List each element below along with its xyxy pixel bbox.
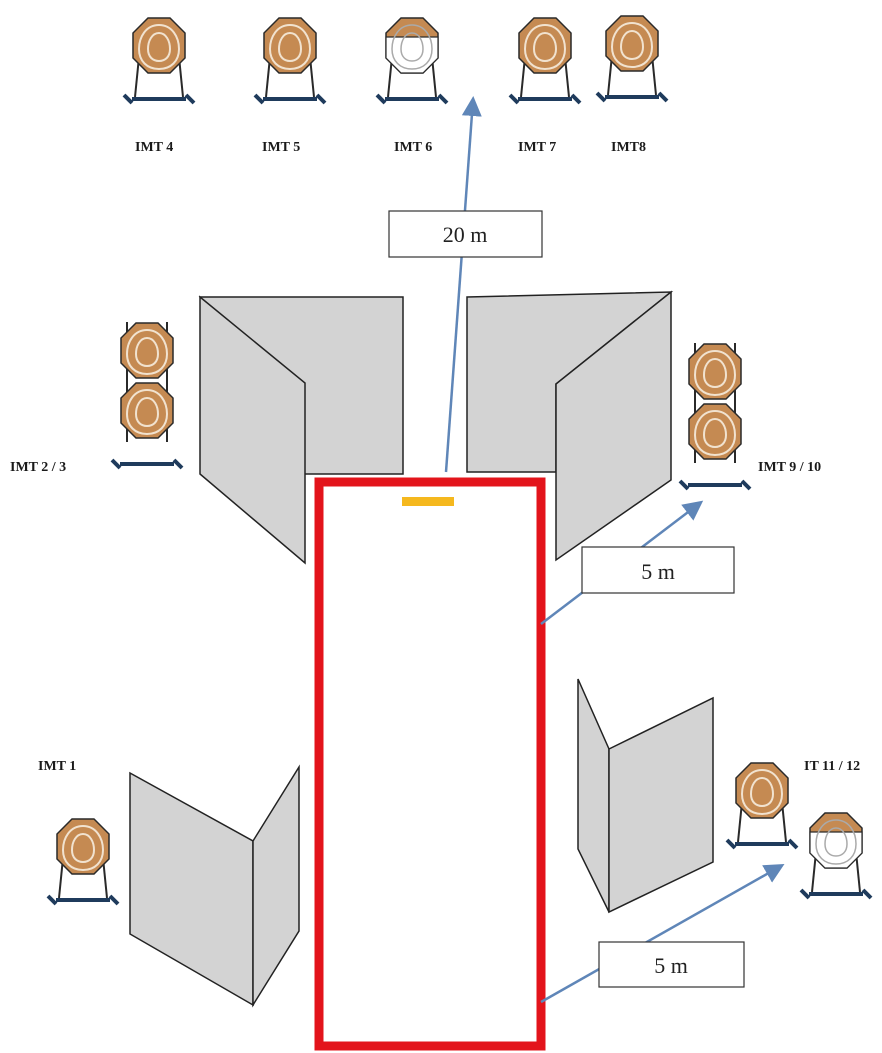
target-imt8 xyxy=(595,14,669,103)
barrier-lower-right xyxy=(577,678,714,914)
label-it11-12: IT 11 / 12 xyxy=(804,759,860,774)
shooting-area-box xyxy=(314,477,546,1051)
label-imt8: IMT8 xyxy=(611,140,646,155)
target-imt1 xyxy=(46,817,120,906)
label-imt5: IMT 5 xyxy=(262,140,300,155)
target-it12-no-shoot xyxy=(799,811,873,900)
barrier-upper-right xyxy=(466,290,674,562)
target-imt6-no-shoot xyxy=(375,16,449,105)
target-imt2-3 xyxy=(110,320,184,470)
start-position-marker xyxy=(402,497,454,506)
distance-box-20m: 20 m xyxy=(388,210,543,258)
arrow-20m xyxy=(444,96,482,473)
label-imt7: IMT 7 xyxy=(518,140,556,155)
distance-label-20m: 20 m xyxy=(443,222,488,247)
label-imt4: IMT 4 xyxy=(135,140,173,155)
target-imt5 xyxy=(253,16,327,105)
label-imt2-3: IMT 2 / 3 xyxy=(10,460,66,475)
distance-label-5m-bottom: 5 m xyxy=(654,953,688,978)
label-imt1: IMT 1 xyxy=(38,759,76,774)
barrier-lower-left xyxy=(129,764,300,1008)
distance-label-5m-middle: 5 m xyxy=(641,559,675,584)
distance-box-5m-bottom: 5 m xyxy=(598,941,745,988)
target-imt4 xyxy=(122,16,196,105)
target-imt7 xyxy=(508,16,582,105)
distance-box-5m-middle: 5 m xyxy=(581,546,735,594)
target-imt9-10 xyxy=(678,341,752,491)
label-imt6: IMT 6 xyxy=(394,140,432,155)
arrow-5m-bottom xyxy=(540,864,785,1004)
target-it11 xyxy=(725,761,799,850)
label-imt9-10: IMT 9 / 10 xyxy=(758,460,821,475)
barrier-upper-left xyxy=(198,295,404,565)
